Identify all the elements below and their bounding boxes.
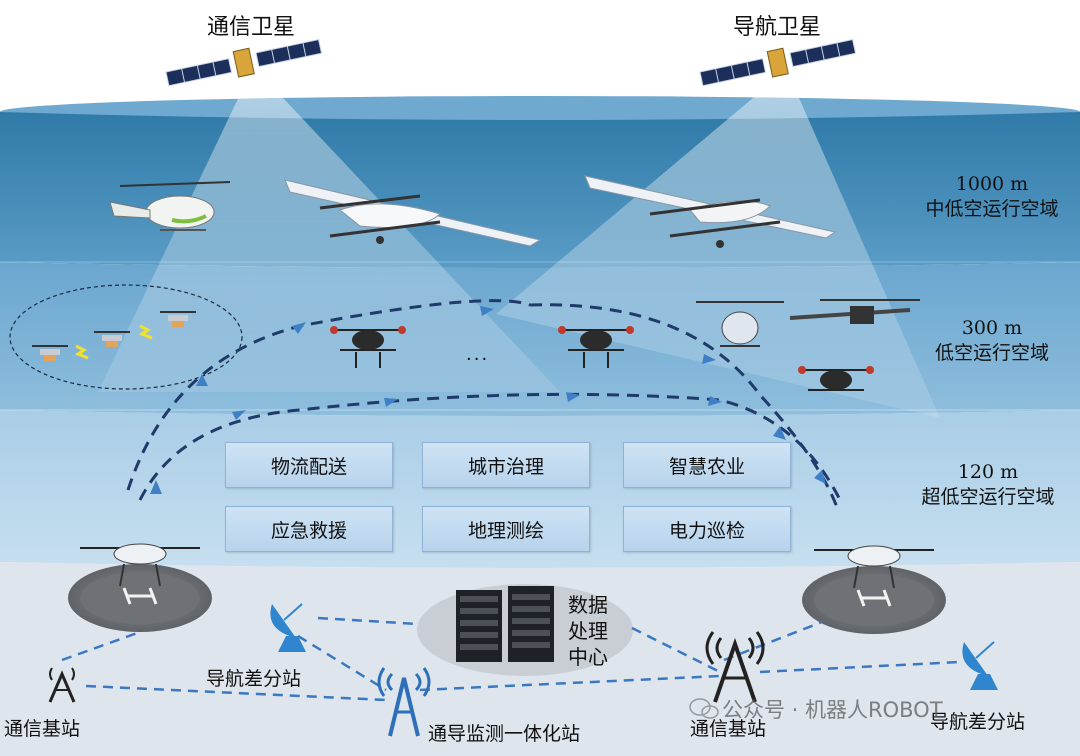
- app-smart-agriculture: 智慧农业: [623, 442, 791, 488]
- comm-satellite-label: 通信卫星: [207, 15, 296, 40]
- flight-path-arrows: [150, 306, 826, 494]
- fixed-wing-drone-icon: [584, 175, 837, 248]
- app-power-inspection: 电力巡检: [623, 506, 791, 552]
- integrated-station-label: 通导监测一体化站: [428, 723, 581, 745]
- app-geographic-mapping: 地理测绘: [422, 506, 590, 552]
- helipad-left: [68, 564, 212, 632]
- zone-mid-name: 中低空运行空域: [925, 198, 1059, 220]
- app-city-governance: 城市治理: [422, 442, 590, 488]
- formation-ellipse: [9, 284, 243, 390]
- watermark: 公众号 · 机器人ROBOT: [722, 698, 943, 722]
- helipad-right: [802, 566, 946, 634]
- zone-ultra-label: 120 m 超低空运行空域: [900, 460, 1076, 510]
- server-rack-icon: [456, 586, 554, 662]
- zone-ultra-altitude: 120 m: [957, 461, 1019, 483]
- satellite-dish-icon: [962, 641, 998, 690]
- more-drones-ellipsis: ...: [466, 344, 490, 365]
- zone-low-altitude: 300 m: [961, 317, 1023, 339]
- zone-low-name: 低空运行空域: [934, 342, 1049, 364]
- data-center-line3: 中心: [568, 645, 608, 669]
- zone-mid-label: 1000 m 中低空运行空域: [914, 172, 1070, 222]
- quadcopter-icon: [814, 545, 934, 589]
- cargo-drone-icon: [789, 299, 920, 324]
- fixed-wing-drone-icon: [284, 179, 542, 247]
- quadcopter-icon: [80, 543, 200, 587]
- comm-base-left-label: 通信基站: [4, 718, 81, 740]
- quadcopter-icon: [798, 366, 874, 391]
- quadcopter-icon: [558, 326, 634, 368]
- nav-satellite-icon: [699, 38, 857, 87]
- app-logistics: 物流配送: [225, 442, 393, 488]
- nav-diff-left-label: 导航差分站: [206, 668, 302, 690]
- data-center-line1: 数据: [568, 593, 608, 617]
- app-emergency-rescue: 应急救援: [225, 506, 393, 552]
- data-center-line2: 处理: [568, 619, 608, 643]
- flight-path-lower: [138, 392, 842, 501]
- comm-tower-icon: [705, 631, 765, 703]
- data-center-label: 数据 处理 中心: [568, 592, 608, 670]
- integrated-station-tower-icon: [377, 667, 431, 737]
- comm-satellite-icon: [165, 38, 323, 87]
- zone-mid-altitude: 1000 m: [955, 173, 1029, 195]
- quadcopter-icon: [330, 326, 406, 368]
- zone-low-label: 300 m 低空运行空域: [914, 316, 1070, 366]
- satellite-dish-icon: [270, 603, 306, 652]
- helicopter-icon: [109, 181, 231, 231]
- nav-satellite-label: 导航卫星: [733, 15, 822, 40]
- comm-tower-icon: [48, 667, 76, 703]
- passenger-evtol-icon: [696, 301, 784, 347]
- drone-swarm-icon: [32, 311, 196, 361]
- zone-ultra-name: 超低空运行空域: [921, 486, 1055, 508]
- wechat-icon: [689, 698, 719, 719]
- comm-satellite-beam: [98, 82, 560, 392]
- nav-diff-right-label: 导航差分站: [930, 711, 1026, 733]
- comm-base-right-label: 通信基站: [690, 718, 767, 740]
